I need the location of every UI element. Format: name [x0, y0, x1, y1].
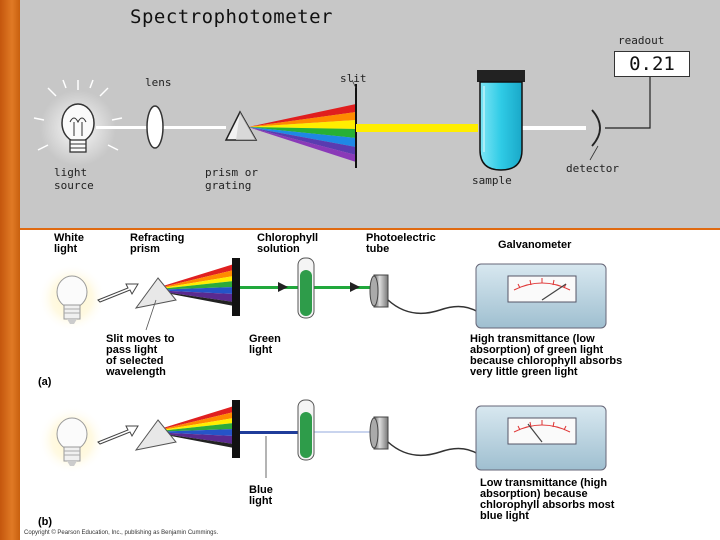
readout-display: 0.21 [614, 51, 690, 77]
white-light-label-line2: light [54, 243, 78, 255]
transmitted-beam [516, 126, 586, 130]
white-light-label-line1: White [54, 232, 84, 244]
page-title: Spectrophotometer [130, 6, 333, 28]
photoelectric-tube-a-icon [369, 274, 389, 308]
wire-a [387, 299, 479, 315]
yellow-beam [356, 124, 478, 132]
low-note-line3: chlorophyll absorbs most [480, 499, 615, 511]
lens-label: lens [145, 76, 172, 89]
slit-note-line3: of selected [106, 355, 164, 367]
prism-label-line1: prism or [205, 166, 258, 179]
detector-label: detector [566, 162, 619, 175]
slit-b [232, 400, 240, 458]
green-beam-a [240, 286, 298, 289]
chlorophyll-tube-b-icon [297, 399, 315, 461]
low-note-line1: Low transmittance (high [480, 477, 608, 489]
panel-a-label: (a) [38, 376, 52, 388]
photoelectric-label-line1: Photoelectric [366, 232, 436, 244]
light-source-label-line1: light [54, 166, 88, 179]
sample-tube-icon [477, 70, 525, 171]
green-light-label-line1: Green [249, 333, 281, 345]
slit-note-line1: Slit moves to [106, 333, 175, 345]
sample-label: sample [472, 174, 512, 187]
high-note-line2: absorption) of green light [470, 344, 604, 356]
refracting-prism-label-line2: prism [130, 243, 160, 255]
lens-icon [146, 105, 164, 149]
light-source-label-line2: source [54, 179, 94, 192]
copyright-text: Copyright © Pearson Education, Inc., pub… [24, 530, 219, 536]
high-note-line3: because chlorophyll absorbs [470, 355, 623, 367]
panel-divider [20, 228, 720, 230]
chlorophyll-tube-a-icon [297, 257, 315, 319]
detector-wire [605, 76, 651, 129]
bulb-a-icon [38, 264, 106, 332]
photoelectric-label-line2: tube [366, 243, 390, 255]
arrow-a [97, 283, 139, 303]
high-note-line1: High transmittance (low [470, 333, 595, 345]
wire-b [387, 441, 479, 457]
slit-note-line2: pass light [106, 344, 158, 356]
chlorophyll-label-line1: Chlorophyll [257, 232, 319, 244]
readout-label: readout [618, 34, 665, 47]
blue-light-label-line1: Blue [249, 484, 273, 496]
prism-label-line2: grating [205, 179, 252, 192]
slit-a [232, 258, 240, 316]
blue-light-label-line2: light [249, 495, 273, 507]
chlorophyll-label-line2: solution [257, 243, 300, 255]
galvanometer-b-icon [475, 405, 607, 471]
refracting-prism-label-line1: Refracting [130, 232, 185, 244]
galvanometer-label: Galvanometer [498, 239, 572, 251]
galvanometer-a-icon [475, 263, 607, 329]
prism-b-icon [134, 419, 177, 451]
photoelectric-tube-b-icon [369, 416, 389, 450]
prism-a-icon [134, 277, 177, 309]
side-accent-bar [0, 0, 20, 540]
high-note-line4: very little green light [470, 366, 578, 378]
low-note-line2: absorption) because [480, 488, 588, 500]
spectrum-fan-b [150, 406, 234, 448]
spectrum-fan-top [248, 104, 356, 162]
green-light-label-line2: light [249, 344, 273, 356]
detector-icon [591, 109, 601, 147]
panel-b-label: (b) [38, 516, 53, 528]
slit-note-line4: wavelength [106, 366, 166, 378]
top-spectrophotometer-panel [20, 0, 720, 228]
slit-label: slit [340, 72, 367, 85]
low-note-line4: blue light [480, 510, 529, 522]
light-bulb-icon [33, 79, 123, 166]
blue-beam-b [240, 431, 298, 434]
bulb-b-icon [38, 406, 106, 474]
arrow-b [97, 425, 139, 445]
